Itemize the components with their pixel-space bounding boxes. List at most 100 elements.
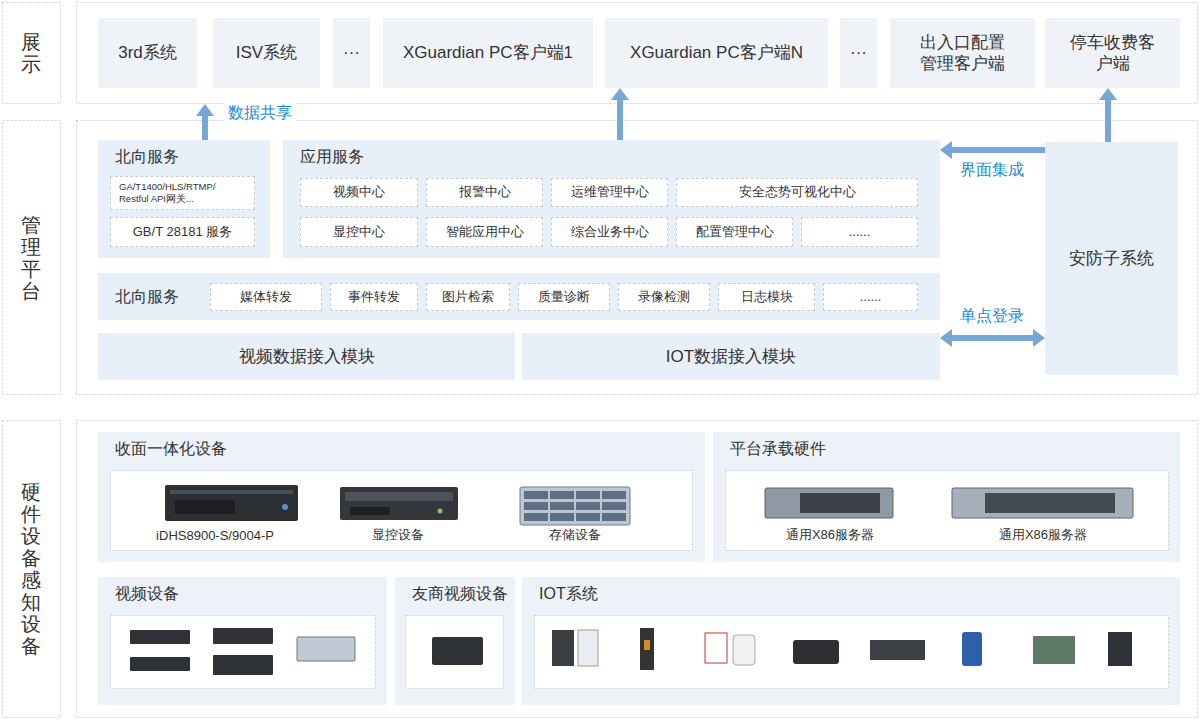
iot-device (705, 633, 727, 663)
box-label: 质量诊断 (538, 289, 590, 305)
storage-device (550, 502, 574, 510)
idhs-device (165, 485, 298, 521)
box-label: 录像检测 (638, 289, 690, 305)
box-label: IOT数据接入模块 (666, 346, 796, 367)
box-label: 视频数据接入模块 (239, 346, 375, 367)
video-recorder (130, 630, 190, 644)
hardware-panel: IOT系统 (522, 577, 1180, 705)
edge-label: 界面集成 (957, 160, 1027, 181)
band-label: 展示 (21, 31, 41, 75)
band-label: 硬件设备感知设备 (21, 481, 41, 657)
display-control-device (340, 487, 458, 520)
band-frame (77, 3, 1198, 104)
service-item: 媒体转发 (210, 283, 322, 311)
client-box: XGuardian PC客户端1 (383, 18, 593, 88)
service-panel: 北向服务GA/T1400/HLS/RTMP/ Restful API网关...G… (98, 140, 270, 258)
box-label: 出入口配置管理客户端 (918, 32, 1008, 75)
display-control-device (438, 509, 443, 514)
box-label: 报警中心 (459, 184, 511, 200)
panel-title: 北向服务 (115, 147, 179, 167)
client-box: ··· (840, 18, 877, 88)
service-item: 配置管理中心 (676, 217, 793, 247)
iot-device (793, 640, 839, 664)
storage-device (524, 491, 548, 499)
band-frame (77, 421, 1198, 718)
band-frame (77, 121, 1198, 395)
box-label: 安全态势可视化中心 (739, 184, 856, 200)
box-label: ...... (849, 224, 871, 240)
storage-device (550, 513, 574, 521)
video-recorder (213, 655, 273, 675)
display-control-device (340, 487, 458, 520)
box-label: ...... (860, 289, 882, 305)
iot-device (578, 630, 598, 666)
box-label: GA/T1400/HLS/RTMP/ Restful API网关... (119, 181, 246, 205)
partner-video-device (432, 637, 483, 665)
idhs-device (165, 485, 298, 521)
storage-device (602, 491, 626, 499)
client-box: ISV系统 (213, 18, 320, 88)
service-item: ...... (801, 217, 918, 247)
storage-device (602, 513, 626, 521)
video-recorder (130, 628, 355, 675)
box-label: 配置管理中心 (696, 224, 774, 240)
x86-server (765, 488, 893, 518)
box-label: 运维管理中心 (571, 184, 649, 200)
layer-band: 展示 3rd系统 ISV系统 ··· XGuardian PC客户端1 XGuardian… (2, 2, 1198, 104)
display-control-device (345, 492, 453, 501)
module-box: 视频数据接入模块 (98, 333, 515, 380)
idhs-device (175, 500, 235, 514)
video-recorder (130, 657, 190, 671)
device-tray (111, 471, 693, 551)
box-label: XGuardian PC客户端1 (403, 42, 573, 63)
band-frame (3, 3, 61, 104)
device-caption: iDHS8900-S/9004-P (156, 528, 274, 543)
idhs-device (282, 504, 288, 510)
video-recorder (213, 628, 273, 644)
storage-device (524, 513, 548, 521)
hardware-panel-fill (713, 432, 1180, 562)
iot-device (870, 640, 925, 660)
device-caption: 通用X86服务器 (999, 526, 1087, 544)
service-item: 综合业务中心 (551, 217, 668, 247)
device-caption: 通用X86服务器 (786, 526, 874, 544)
hardware-panel-fill (98, 577, 387, 705)
x86-server (800, 493, 880, 513)
box-label: 智能应用中心 (446, 224, 524, 240)
hardware-panel: 平台承载硬件 (713, 432, 1180, 562)
panel-title: 视频设备 (115, 584, 179, 604)
service-item: 安全态势可视化中心 (676, 178, 918, 207)
flow-arrow (617, 99, 623, 140)
storage-device (524, 502, 548, 510)
hardware-panel-fill (98, 432, 1180, 705)
service-item: 智能应用中心 (426, 217, 543, 247)
protocol-item: GA/T1400/HLS/RTMP/ Restful API网关... (110, 176, 255, 210)
client-box: ··· (333, 18, 370, 88)
band-frame (3, 421, 61, 718)
panel-title: 收面一体化设备 (115, 439, 227, 459)
hardware-panel: 友商视频设备 (395, 577, 515, 705)
box-label: 3rd系统 (118, 42, 177, 63)
x86-server (985, 493, 1115, 513)
service-item: 报警中心 (426, 178, 543, 207)
layer-band: 硬件设备感知设备 收面一体化设备 平台承载硬件视频设备 友商视频设备 IOT系统 (2, 420, 1198, 718)
panel-title: IOT系统 (539, 584, 598, 604)
service-panel: 应用服务视频中心报警中心运维管理中心安全态势可视化中心显控中心智能应用中心综合业… (283, 140, 940, 258)
box-label: ISV系统 (236, 42, 297, 63)
storage-device (576, 491, 600, 499)
x86-server (952, 488, 1133, 518)
box-label: 安防子系统 (1069, 248, 1154, 269)
flow-arrow (1105, 99, 1111, 142)
box-label: 显控中心 (333, 224, 385, 240)
box-label: 日志模块 (741, 289, 793, 305)
box-label: XGuardian PC客户端N (630, 42, 803, 63)
client-box: 停车收费客户端 (1045, 18, 1180, 88)
iot-device (644, 640, 650, 650)
service-item: 图片检索 (426, 283, 510, 311)
flow-arrow (951, 147, 1045, 153)
storage-device (602, 502, 626, 510)
iot-device (733, 635, 755, 665)
service-item: 显控中心 (300, 217, 418, 247)
